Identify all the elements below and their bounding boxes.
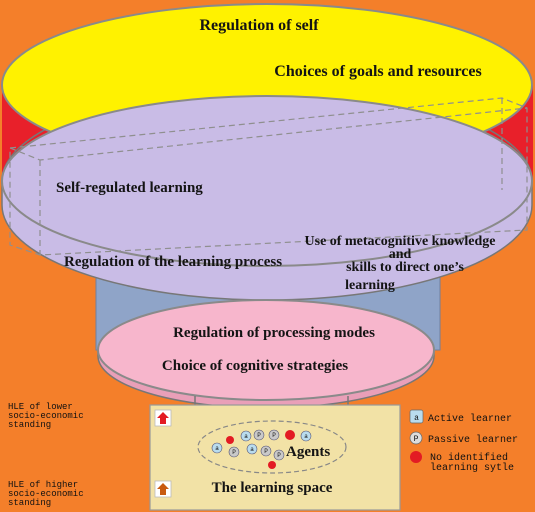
hle-higher-line: socio-economic bbox=[8, 489, 84, 499]
agent-passive bbox=[228, 446, 240, 458]
agent-active bbox=[300, 430, 312, 442]
agent-symbol: a bbox=[244, 433, 248, 440]
agent-symbol: P bbox=[272, 432, 276, 439]
legend-active: a Active learner bbox=[409, 409, 512, 425]
legend-active-symbol: a bbox=[414, 414, 419, 423]
bottom-subtitle: Choice of cognitive strategies bbox=[162, 358, 348, 374]
hle-lower-line: standing bbox=[8, 420, 51, 430]
agent-symbol: a bbox=[304, 433, 308, 440]
agent-none bbox=[285, 430, 295, 440]
legend-none-label: No identified bbox=[430, 452, 508, 464]
legend: a Active learner P Passive learner No id… bbox=[409, 409, 518, 474]
bottom-disc bbox=[97, 299, 435, 401]
learning-space-title: The learning space bbox=[212, 480, 333, 496]
middle-title: Self-regulated learning bbox=[56, 180, 203, 196]
legend-passive-symbol: P bbox=[414, 435, 419, 444]
agent-symbol: a bbox=[215, 445, 219, 452]
agent-none bbox=[268, 461, 276, 469]
agent-passive bbox=[273, 449, 285, 461]
agent-passive bbox=[268, 429, 280, 441]
dashed-box-lines bbox=[9, 97, 528, 256]
meta-line1: Use of metacognitive knowledge bbox=[305, 234, 496, 249]
legend-none: No identified learning sytle bbox=[410, 451, 514, 474]
bottom-title: Regulation of processing modes bbox=[173, 325, 375, 341]
agent-active bbox=[240, 430, 252, 442]
hle-lower-arrow-icon bbox=[154, 409, 172, 427]
agents-label: Agents bbox=[286, 444, 330, 460]
agent-passive bbox=[260, 445, 272, 457]
middle-process: Regulation of the learning process bbox=[64, 254, 282, 270]
agent-passive bbox=[253, 429, 265, 441]
legend-passive: P Passive learner bbox=[409, 431, 518, 446]
legend-passive-label: Passive learner bbox=[428, 434, 518, 446]
bottom-cylinder bbox=[97, 299, 435, 409]
hle-higher-line: standing bbox=[8, 498, 51, 508]
meta-line2: and bbox=[389, 247, 412, 262]
legend-active-label: Active learner bbox=[428, 413, 512, 425]
agent-symbol: a bbox=[250, 446, 254, 453]
agent-symbol: P bbox=[232, 449, 236, 456]
agent-active bbox=[246, 443, 258, 455]
legend-none-label: learning sytle bbox=[430, 462, 514, 474]
hle-higher-line: HLE of higher bbox=[8, 480, 78, 490]
middle-disc bbox=[1, 95, 533, 267]
agents-region bbox=[197, 420, 347, 474]
agent-symbol: P bbox=[277, 452, 281, 459]
agent-symbol: P bbox=[264, 448, 268, 455]
hle-lower-line: socio-economic bbox=[8, 411, 84, 421]
meta-line4: learning bbox=[345, 278, 395, 293]
agents-cluster: a P P a a P a P P bbox=[211, 429, 312, 469]
agent-none bbox=[226, 436, 234, 444]
meta-line3: skills to direct one’s bbox=[346, 260, 464, 275]
agent-active bbox=[211, 442, 223, 454]
hle-higher-arrow-icon bbox=[154, 480, 172, 498]
top-title: Regulation of self bbox=[199, 17, 319, 34]
hle-lower-line: HLE of lower bbox=[8, 402, 73, 412]
agent-symbol: P bbox=[257, 432, 261, 439]
top-subtitle: Choices of goals and resources bbox=[274, 63, 481, 80]
